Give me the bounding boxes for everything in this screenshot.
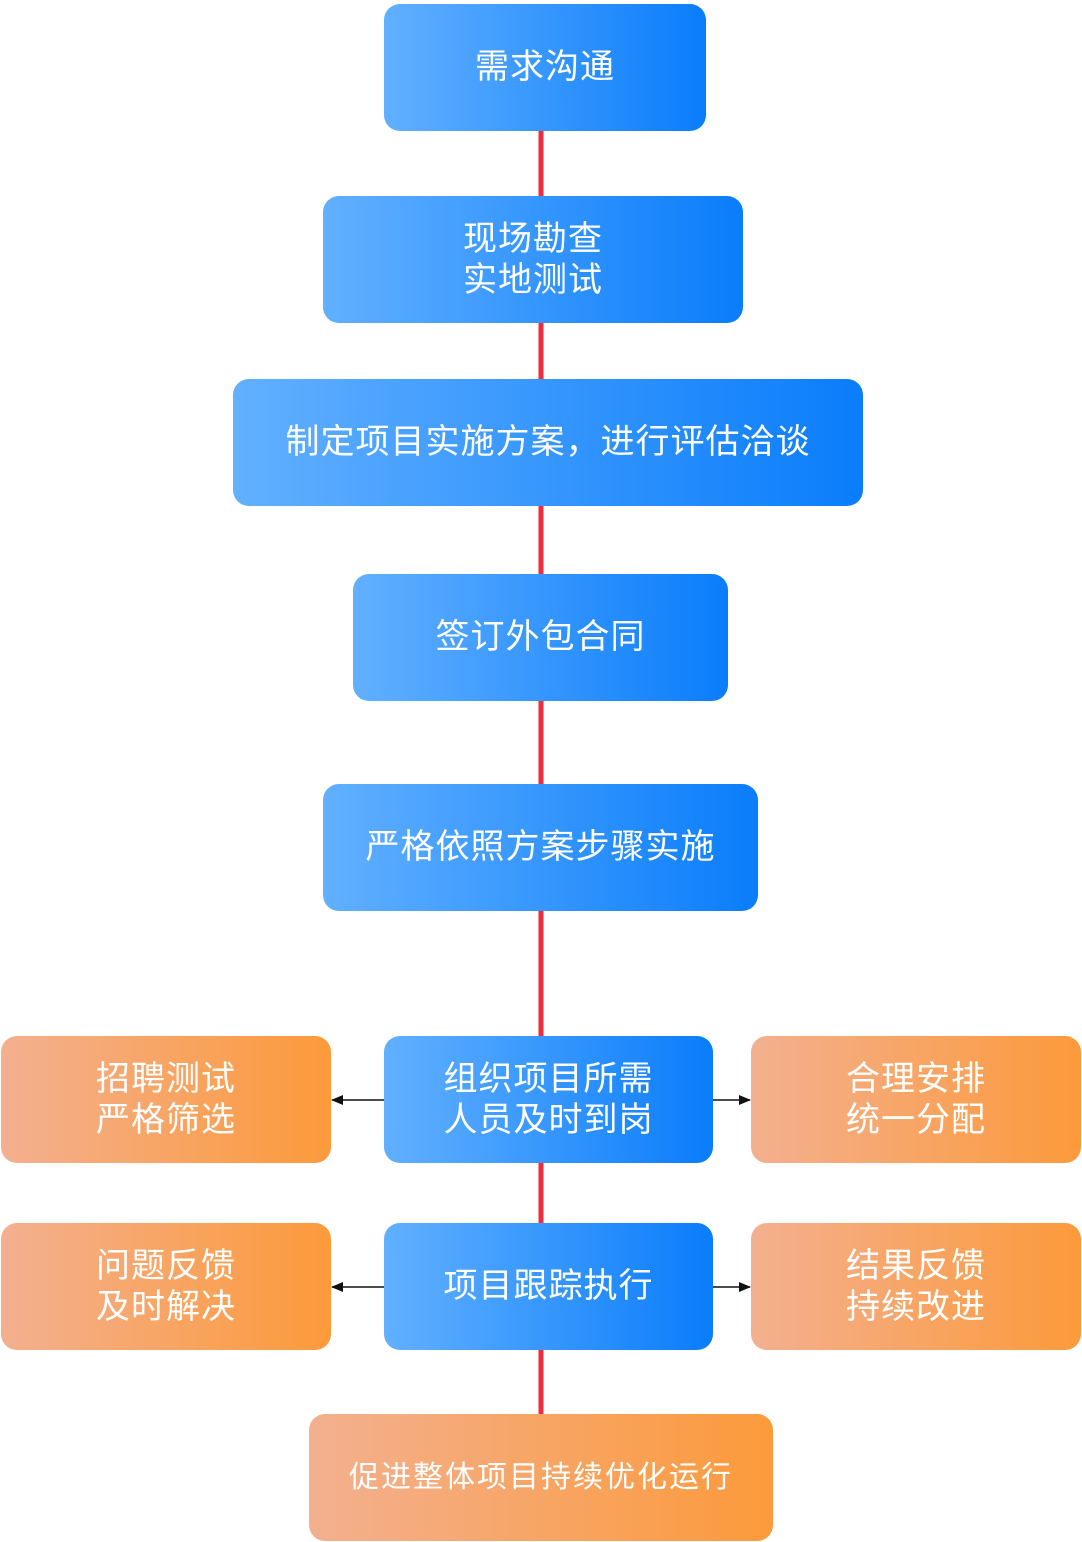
side-label: 结果反馈 (846, 1245, 986, 1286)
step-label: 需求沟通 (475, 47, 615, 87)
step-implementation-plan: 制定项目实施方案，进行评估洽谈 (233, 379, 863, 506)
step-sign-contract: 签订外包合同 (353, 574, 728, 701)
step-label: 现场勘查 (463, 218, 603, 259)
step-label: 制定项目实施方案，进行评估洽谈 (285, 422, 811, 462)
side-result-feedback: 结果反馈 持续改进 (751, 1223, 1081, 1350)
final-outcome: 促进整体项目持续优化运行 (309, 1414, 773, 1541)
step-site-survey: 现场勘查 实地测试 (323, 196, 743, 323)
side-recruit-screening: 招聘测试 严格筛选 (1, 1036, 331, 1163)
side-label: 持续改进 (846, 1286, 986, 1327)
step-label: 项目跟踪执行 (443, 1266, 654, 1306)
side-label: 统一分配 (846, 1099, 986, 1140)
step-organize-staff: 组织项目所需 人员及时到岗 (384, 1036, 713, 1163)
step-strict-execution: 严格依照方案步骤实施 (323, 784, 758, 911)
step-label: 严格依照方案步骤实施 (365, 827, 716, 867)
side-label: 问题反馈 (96, 1245, 236, 1286)
step-project-tracking: 项目跟踪执行 (384, 1223, 713, 1350)
step-requirement-communication: 需求沟通 (384, 4, 706, 131)
side-label: 合理安排 (846, 1058, 986, 1099)
step-label: 人员及时到岗 (443, 1099, 654, 1140)
side-problem-feedback: 问题反馈 及时解决 (1, 1223, 331, 1350)
side-label: 招聘测试 (96, 1058, 236, 1099)
step-label: 实地测试 (463, 259, 603, 300)
side-label: 严格筛选 (96, 1099, 236, 1140)
side-label: 及时解决 (96, 1286, 236, 1327)
final-label: 促进整体项目持续优化运行 (349, 1460, 733, 1495)
step-label: 签订外包合同 (435, 617, 646, 657)
step-label: 组织项目所需 (443, 1058, 654, 1099)
side-arrange-allocate: 合理安排 统一分配 (751, 1036, 1081, 1163)
